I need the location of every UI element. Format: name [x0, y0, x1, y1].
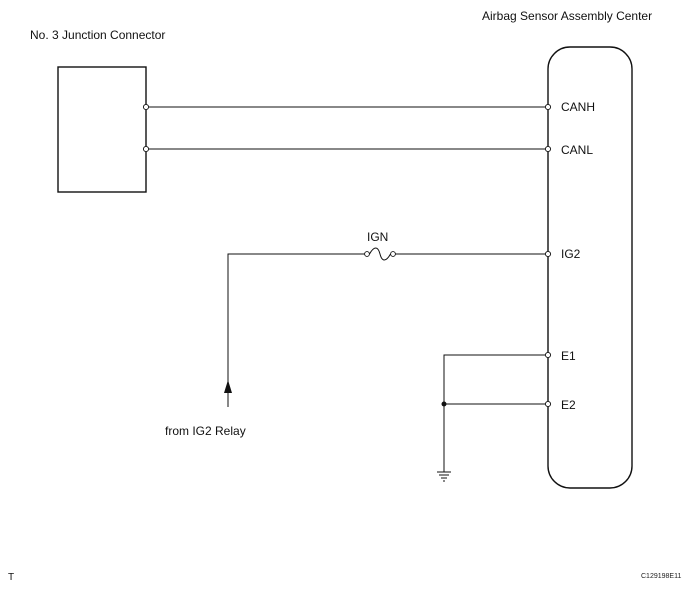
ground-icon [437, 471, 451, 482]
source-label: from IG2 Relay [165, 424, 246, 438]
ig2-terminal [544, 250, 552, 258]
fuse-label: IGN [367, 230, 388, 244]
fuse-terminal-right [390, 251, 396, 257]
junction-connector-box [57, 66, 147, 193]
airbag-sensor-box [547, 46, 633, 489]
canh-terminal [544, 103, 552, 111]
e1-wire [443, 354, 548, 472]
fuse-terminal-left [364, 251, 370, 257]
figure-code: C129198E11 [641, 573, 681, 580]
canl-label: CANL [561, 143, 593, 157]
splice-point [441, 401, 447, 407]
e2-label: E2 [561, 398, 576, 412]
ig2-label: IG2 [561, 247, 581, 261]
canh-label: CANH [561, 100, 595, 114]
e1-terminal [544, 351, 552, 359]
junction-canh-terminal [142, 103, 150, 111]
up-arrow-icon [224, 380, 232, 393]
e1-label: E1 [561, 349, 576, 363]
corner-mark: T [8, 572, 14, 583]
canl-terminal [544, 145, 552, 153]
junction-canl-terminal [142, 145, 150, 153]
airbag-sensor-title: Airbag Sensor Assembly Center [482, 9, 652, 23]
ig2-feed-wire [227, 253, 367, 392]
junction-connector-title: No. 3 Junction Connector [30, 28, 165, 42]
fuse-icon [369, 247, 391, 261]
e2-terminal [544, 400, 552, 408]
